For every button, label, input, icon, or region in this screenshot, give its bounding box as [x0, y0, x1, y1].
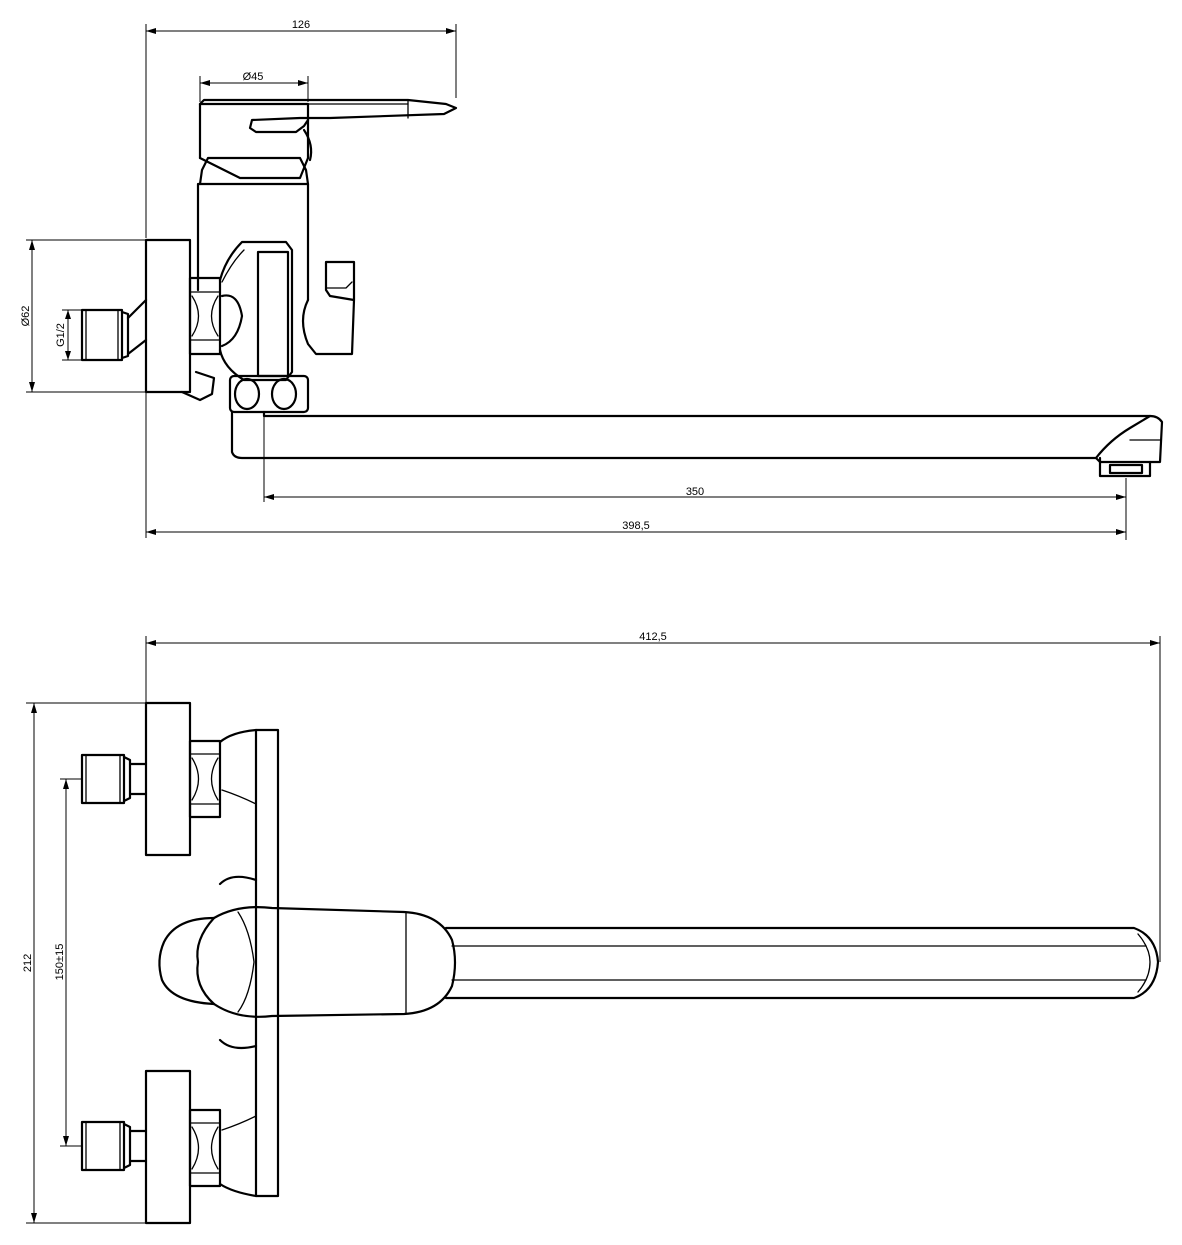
dim-thread-label: G1/2 — [55, 323, 67, 347]
dim-126: 126 — [145, 19, 457, 238]
side-hex-nut — [188, 276, 222, 356]
top-upper-inlet — [80, 701, 222, 857]
dim-398-5: 398,5 — [145, 392, 1126, 538]
dim-212-label: 212 — [22, 954, 34, 972]
top-view: 412,5 212 150±15 — [22, 631, 1161, 1225]
top-lower-inlet — [80, 1069, 222, 1225]
dim-350: 350 — [263, 412, 1127, 540]
side-diverter-body — [218, 240, 294, 382]
side-diverter-knob — [301, 260, 356, 356]
dim-412-5-label: 412,5 — [639, 631, 667, 643]
dim-150: 150±15 — [54, 778, 82, 1147]
dim-handle-diameter-label: Ø45 — [243, 71, 264, 83]
dim-handle-diameter: Ø45 — [199, 71, 309, 102]
top-spout — [444, 926, 1160, 1000]
dim-412-5: 412,5 — [145, 631, 1161, 962]
top-handle — [158, 906, 457, 1018]
side-inlet-fitting — [80, 298, 216, 402]
dim-150-label: 150±15 — [54, 944, 66, 981]
side-view: 126 Ø45 Ø62 G1/2 — [20, 19, 1164, 540]
top-body-bar — [218, 728, 280, 1198]
dim-350-label: 350 — [686, 486, 704, 498]
dim-212: 212 — [22, 702, 146, 1224]
side-swivel-block — [228, 374, 310, 414]
dim-thread: G1/2 — [55, 309, 82, 361]
dim-126-label: 126 — [292, 19, 310, 31]
dim-398-5-label: 398,5 — [622, 520, 650, 532]
side-lever-handle — [198, 98, 458, 162]
dim-flange-diameter-label: Ø62 — [20, 306, 32, 327]
side-wall-flange — [144, 238, 192, 394]
dim-flange-diameter: Ø62 — [20, 239, 146, 393]
side-spout — [230, 410, 1164, 478]
